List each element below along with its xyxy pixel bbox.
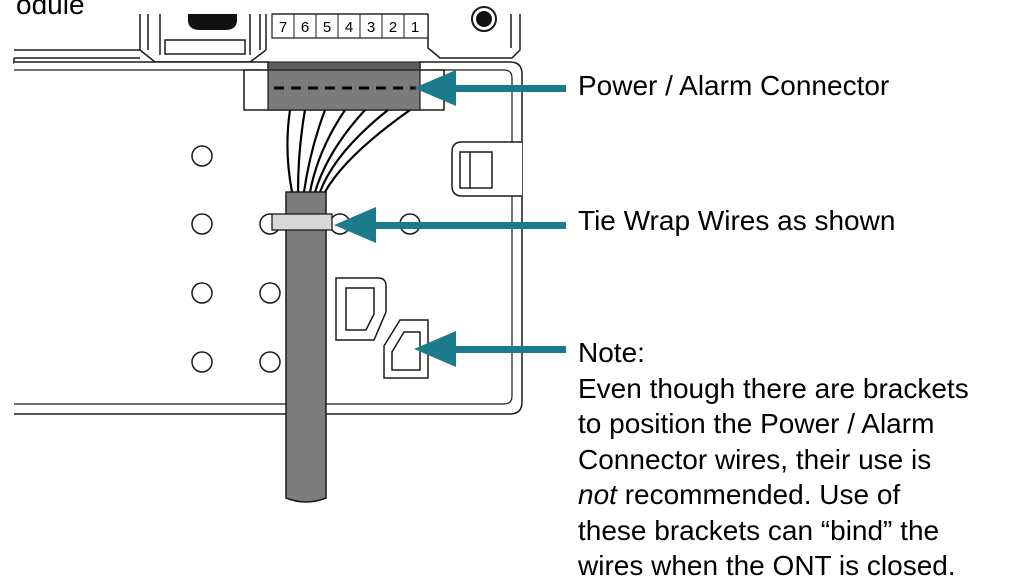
terminal-strip: 7 6 5 4 3 2 1 (271, 13, 429, 39)
top-label-fragment: odule (16, 0, 85, 20)
wire-brackets (335, 277, 429, 379)
mounting-hole (191, 213, 213, 235)
note-heading: Note: (578, 337, 645, 368)
wires (286, 109, 411, 193)
note-line: not recommended. Use of (578, 477, 969, 513)
terminal-7: 7 (279, 19, 287, 36)
terminal-6: 6 (301, 19, 309, 36)
mounting-hole (191, 282, 213, 304)
black-connector-top (188, 14, 237, 30)
power-alarm-connector-label: Power / Alarm Connector (578, 70, 890, 101)
power-alarm-connector (243, 61, 445, 111)
callout-arrows (334, 70, 566, 367)
mounting-hole (259, 282, 281, 304)
note-line: Connector wires, their use is (578, 443, 932, 475)
terminal-4: 4 (345, 19, 353, 36)
cable (285, 191, 327, 503)
note-emphasis: not (578, 479, 617, 510)
terminal-2: 2 (389, 19, 397, 36)
mounting-holes (191, 145, 421, 373)
ont-panel (14, 61, 523, 415)
tie-wrap (271, 213, 333, 231)
note-line: these brackets can “bind” the (578, 514, 940, 546)
upper-housing (13, 14, 521, 64)
mounting-hole (259, 351, 281, 373)
note-line: to position the Power / Alarm (578, 408, 935, 439)
terminal-1: 1 (411, 19, 419, 36)
terminal-3: 3 (367, 19, 375, 36)
teal-left-arrow-icon (414, 331, 566, 367)
note-callout: Note: Even though there are brackets to … (578, 335, 969, 584)
terminal-5: 5 (323, 19, 331, 36)
note-line: Even though there are brackets (578, 372, 969, 404)
note-line-rest: recommended. Use of (616, 479, 901, 510)
mounting-hole (191, 145, 213, 167)
mounting-hole (191, 351, 213, 373)
teal-left-arrow-icon (414, 70, 566, 106)
teal-left-arrow-icon (334, 207, 566, 243)
tie-wrap-label: Tie Wrap Wires as shown (578, 205, 896, 236)
note-line: wires when the ONT is closed. (578, 550, 956, 581)
latch (451, 141, 522, 197)
